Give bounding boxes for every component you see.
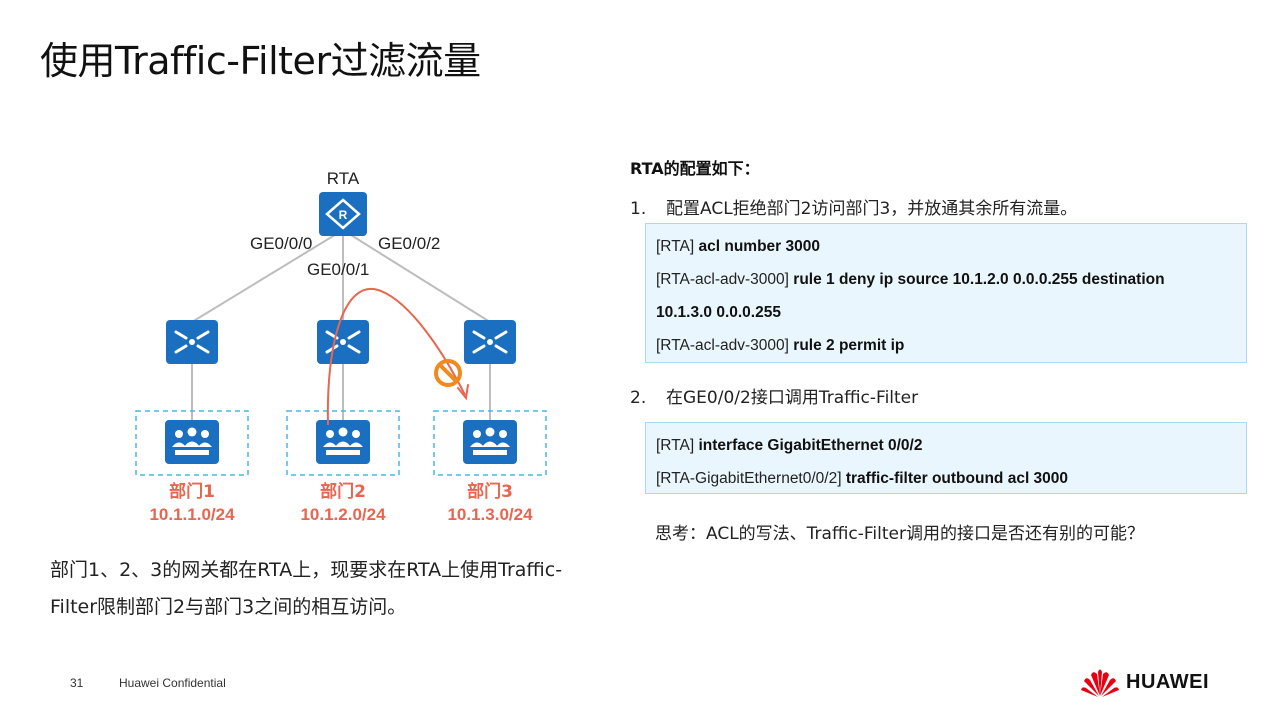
config-step-1: 1. 配置ACL拒绝部门2访问部门3，并放通其余所有流量。 (630, 194, 1077, 219)
interface-label-ge000: GE0/0/0 (250, 234, 312, 253)
link-rta-sw1 (191, 229, 344, 323)
switch-icon-2 (317, 320, 369, 364)
code-line: [RTA] acl number 3000 (656, 230, 1236, 263)
dept2-name: 部门2 (320, 481, 366, 502)
dept2-network: 10.1.2.0/24 (300, 505, 386, 524)
acl-config-box: [RTA] acl number 3000 [RTA-acl-adv-3000]… (645, 223, 1247, 363)
router-label: RTA (327, 169, 360, 188)
links (191, 229, 491, 420)
network-topology-diagram: RTA R GE0/0/0 GE0/0/1 GE0/0/2 (135, 169, 547, 524)
page-number: 31 (70, 676, 84, 690)
user-group-icon-2 (316, 420, 370, 464)
switch-icon-1 (166, 320, 218, 364)
code-command: interface GigabitEthernet 0/0/2 (698, 437, 923, 454)
description-line-1: 部门1、2、3的网关都在RTA上，现要求在RTA上使用Traffic- (50, 559, 563, 581)
dept3-box (433, 410, 547, 476)
dept1-network: 10.1.1.0/24 (149, 505, 235, 524)
code-line: [RTA-acl-adv-3000] rule 2 permit ip (656, 329, 1236, 362)
user-group-icon-1 (165, 420, 219, 464)
dept1-box (135, 410, 249, 476)
code-command: acl number 3000 (698, 238, 820, 255)
dept3-name: 部门3 (467, 481, 513, 502)
config-heading: RTA的配置如下： (630, 159, 760, 178)
page-title: 使用Traffic-Filter过滤流量 (40, 39, 481, 83)
code-line: 10.1.3.0 0.0.0.255 (656, 296, 1236, 329)
config-step-2: 2. 在GE0/0/2接口调用Traffic-Filter (630, 383, 918, 408)
arrowhead-icon (457, 384, 469, 401)
step-1-text: 配置ACL拒绝部门2访问部门3，并放通其余所有流量。 (666, 199, 1078, 219)
interface-config-box: [RTA] interface GigabitEthernet 0/0/2 [R… (645, 422, 1247, 494)
code-command: rule 2 permit ip (793, 337, 905, 354)
scenario-description: 部门1、2、3的网关都在RTA上，现要求在RTA上使用Traffic- Filt… (50, 552, 650, 626)
code-line: [RTA-GigabitEthernet0/0/2] traffic-filte… (656, 462, 1236, 495)
code-prompt: [RTA] (656, 238, 695, 255)
link-rta-sw3 (342, 229, 491, 323)
code-prompt: [RTA] (656, 437, 695, 454)
dept1-name: 部门1 (169, 481, 215, 502)
huawei-petal-icon (1081, 669, 1119, 697)
code-command: 10.1.3.0 0.0.0.255 (656, 304, 781, 321)
step-2-text: 在GE0/0/2接口调用Traffic-Filter (666, 388, 919, 408)
code-command: rule 1 deny ip source 10.1.2.0 0.0.0.255… (793, 271, 1165, 288)
brand-name: HUAWEI (1126, 670, 1209, 693)
code-prompt: [RTA-acl-adv-3000] (656, 337, 789, 354)
step-2-number: 2. (630, 388, 647, 408)
dept3-network: 10.1.3.0/24 (447, 505, 533, 524)
dept2-box (286, 410, 400, 476)
think-question: 思考：ACL的写法、Traffic-Filter调用的接口是否还有别的可能？ (655, 524, 1144, 544)
user-group-icon-3 (463, 420, 517, 464)
code-line: [RTA] interface GigabitEthernet 0/0/2 (656, 429, 1236, 462)
switch-icon-3 (464, 320, 516, 364)
step-1-number: 1. (630, 199, 647, 219)
description-line-2: Filter限制部门2与部门3之间的相互访问。 (50, 596, 407, 618)
blocked-icon (434, 359, 462, 387)
traffic-flow-arrow (326, 287, 466, 426)
interface-label-ge001: GE0/0/1 (307, 260, 369, 279)
code-prompt: [RTA-GigabitEthernet0/0/2] (656, 470, 842, 487)
router-icon: R (319, 192, 367, 236)
code-line: [RTA-acl-adv-3000] rule 1 deny ip source… (656, 263, 1236, 296)
svg-text:R: R (339, 208, 348, 222)
confidential-label: Huawei Confidential (119, 676, 226, 690)
code-prompt: [RTA-acl-adv-3000] (656, 271, 789, 288)
interface-label-ge002: GE0/0/2 (378, 234, 440, 253)
code-command: traffic-filter outbound acl 3000 (845, 470, 1069, 487)
huawei-logo: HUAWEI (1080, 666, 1209, 698)
